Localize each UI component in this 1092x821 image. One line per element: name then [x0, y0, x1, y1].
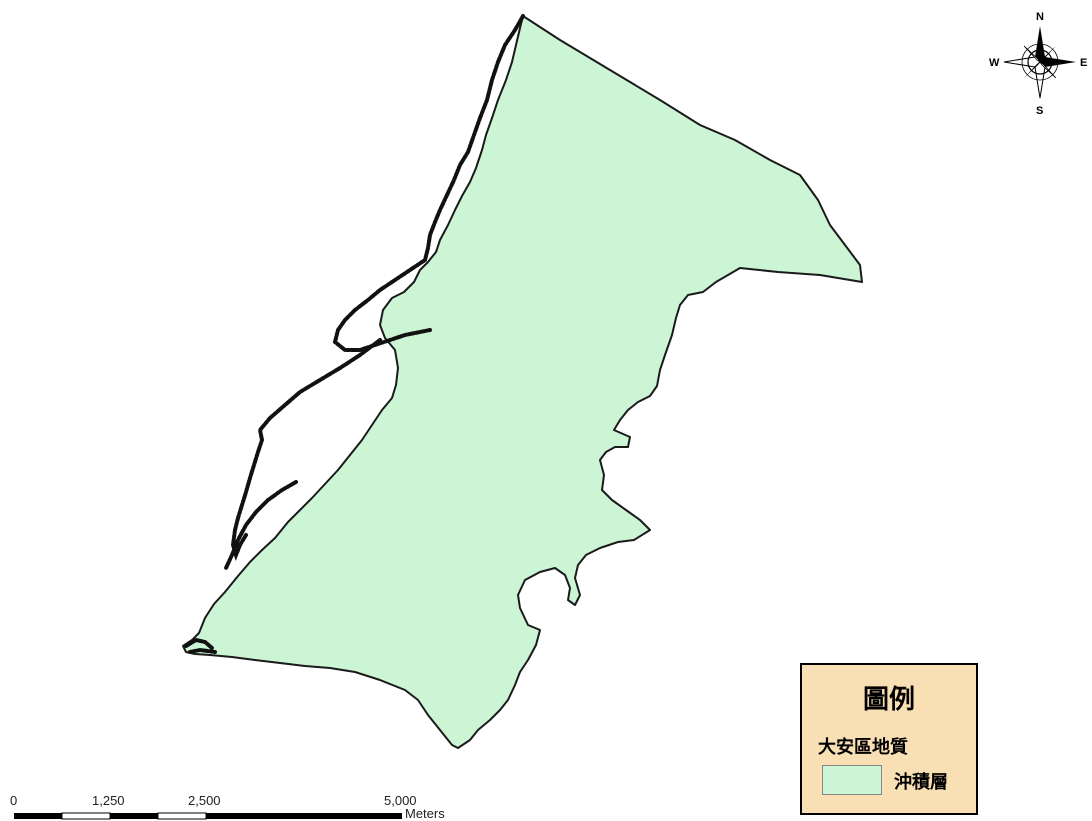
legend-title: 圖例	[862, 685, 915, 715]
scale-tick-1: 1,250	[92, 793, 125, 808]
compass-east-label: E	[1080, 57, 1087, 69]
scale-bar: 0 1,250 2,500 5,000 Meters	[10, 793, 445, 821]
scale-tick-2: 2,500	[188, 793, 221, 808]
river-channel-lines	[184, 14, 525, 654]
north-arrow-compass-rose-icon: N S E W	[989, 11, 1087, 117]
legend-item-label: 沖積層	[894, 772, 948, 793]
scale-tick-3: 5,000	[384, 793, 417, 808]
river-mouth-lines	[184, 637, 217, 654]
compass-north-label: N	[1036, 11, 1044, 23]
scale-tick-0: 0	[10, 793, 17, 808]
legend-layer-name: 大安區地質	[818, 737, 908, 758]
district-polygon[interactable]	[182, 15, 863, 749]
compass-west-label: W	[989, 57, 1000, 69]
river-bank-middle	[230, 338, 382, 562]
scale-unit: Meters	[405, 806, 445, 821]
compass-south-label: S	[1036, 105, 1043, 117]
river-bank-lower	[224, 480, 298, 570]
legend-panel: 圖例 大安區地質 沖積層	[800, 663, 978, 815]
legend-swatch-alluvium	[822, 765, 882, 795]
river-bank-upper	[332, 14, 525, 352]
